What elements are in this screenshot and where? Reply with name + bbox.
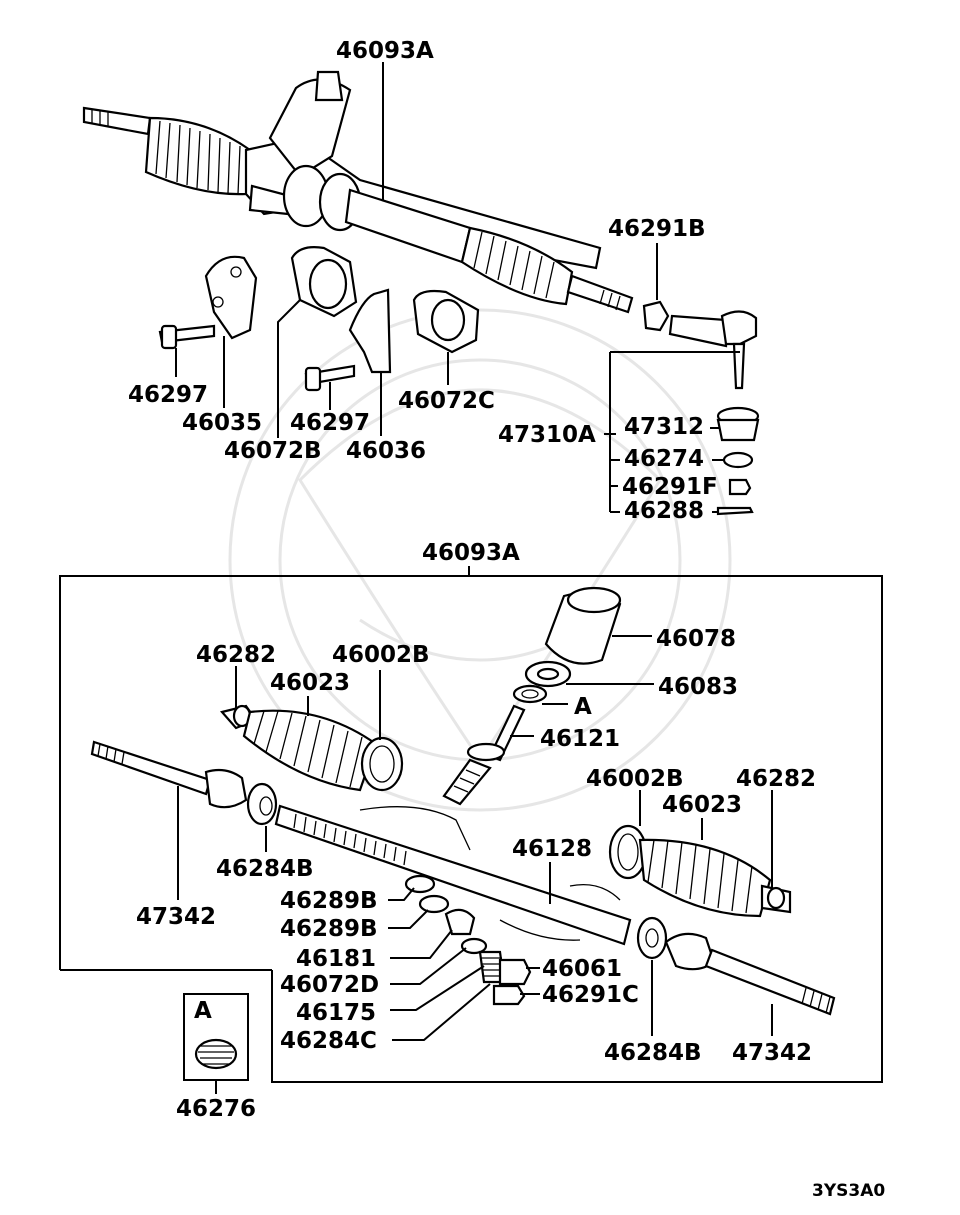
bushing-46072b [290, 246, 358, 318]
yoke-46181 [444, 908, 476, 936]
bushing-46072d [460, 937, 488, 955]
boot-46023-left [242, 709, 378, 792]
label-46284b-left: 46284B [216, 856, 314, 882]
bolt-46297-left [158, 324, 216, 350]
label-46128: 46128 [512, 836, 592, 862]
ring-46289b-2 [418, 894, 450, 914]
label-46288: 46288 [624, 498, 704, 524]
label-46093a-box: 46093A [422, 540, 520, 566]
labels: 46093A 46291B 46297 46035 46297 46072B 4… [128, 38, 885, 1201]
pin-46288 [716, 506, 754, 516]
part-46276 [194, 1038, 238, 1070]
bolt-46297-middle [304, 364, 356, 392]
label-46297-b: 46297 [290, 410, 370, 436]
clip-46274 [722, 451, 754, 469]
label-47312: 47312 [624, 414, 704, 440]
label-46035: 46035 [182, 410, 262, 436]
tie-rod-end-47310a [668, 310, 758, 390]
label-46175: 46175 [296, 1000, 376, 1026]
inset-a [183, 993, 249, 1094]
nut-46291f [728, 478, 752, 496]
label-46284c: 46284C [280, 1028, 377, 1054]
label-46036: 46036 [346, 438, 426, 464]
label-46023-right: 46023 [662, 792, 742, 818]
label-46289b-2: 46289B [280, 916, 378, 942]
label-46291f: 46291F [622, 474, 718, 500]
label-46291b: 46291B [608, 216, 706, 242]
label-46284b-right: 46284B [604, 1040, 702, 1066]
label-46181: 46181 [296, 946, 376, 972]
label-46061: 46061 [542, 956, 622, 982]
label-47310a: 47310A [498, 422, 596, 448]
band-46002b-left [360, 736, 404, 792]
inner-rod-47342-right [664, 932, 836, 1016]
boot-46023-right [638, 838, 772, 918]
seal-46083 [524, 660, 572, 688]
rack-assembly-top [82, 70, 634, 314]
nut-46291b [642, 300, 670, 332]
label-46289b-1: 46289B [280, 888, 378, 914]
inner-rod-47342-left [90, 740, 248, 809]
label-46078: 46078 [656, 626, 736, 652]
bushing-46072c [412, 289, 480, 354]
label-ref-a: A [574, 694, 592, 720]
label-46282-left: 46282 [196, 642, 276, 668]
label-47342-left: 47342 [136, 904, 216, 930]
label-46276: 46276 [176, 1096, 256, 1122]
label-46023-left: 46023 [270, 670, 350, 696]
washer-46284b-left [246, 782, 278, 826]
boot-47312 [716, 406, 760, 442]
label-46083: 46083 [658, 674, 738, 700]
clamp-46282-right [760, 884, 792, 914]
ring-46289b-1 [404, 874, 436, 894]
label-46072b: 46072B [224, 438, 322, 464]
pinion-46121 [442, 704, 526, 806]
rack-46128 [274, 804, 632, 946]
label-inset-a: A [194, 998, 212, 1024]
label-46121: 46121 [540, 726, 620, 752]
cap-46061 [498, 958, 532, 986]
label-46002b-right: 46002B [586, 766, 684, 792]
clamp-46035 [204, 255, 258, 340]
label-46002b-left: 46002B [332, 642, 430, 668]
label-46297-a: 46297 [128, 382, 208, 408]
washer-46284b-right [636, 916, 668, 960]
dust-cover-46078 [544, 586, 622, 665]
label-46072c: 46072C [398, 388, 495, 414]
nut-46291c [492, 984, 526, 1006]
label-46072d: 46072D [280, 972, 379, 998]
label-46282-right: 46282 [736, 766, 816, 792]
diagram-code: 3YS3A0 [812, 1181, 885, 1201]
leader-lines-detail [177, 635, 773, 1041]
label-47342-right: 47342 [732, 1040, 812, 1066]
ring-a [512, 684, 548, 704]
label-46291c: 46291C [542, 982, 639, 1008]
label-46093a-top: 46093A [336, 38, 434, 64]
leader-lines-top [175, 62, 740, 513]
label-46274: 46274 [624, 446, 704, 472]
detail-box [59, 566, 883, 1083]
